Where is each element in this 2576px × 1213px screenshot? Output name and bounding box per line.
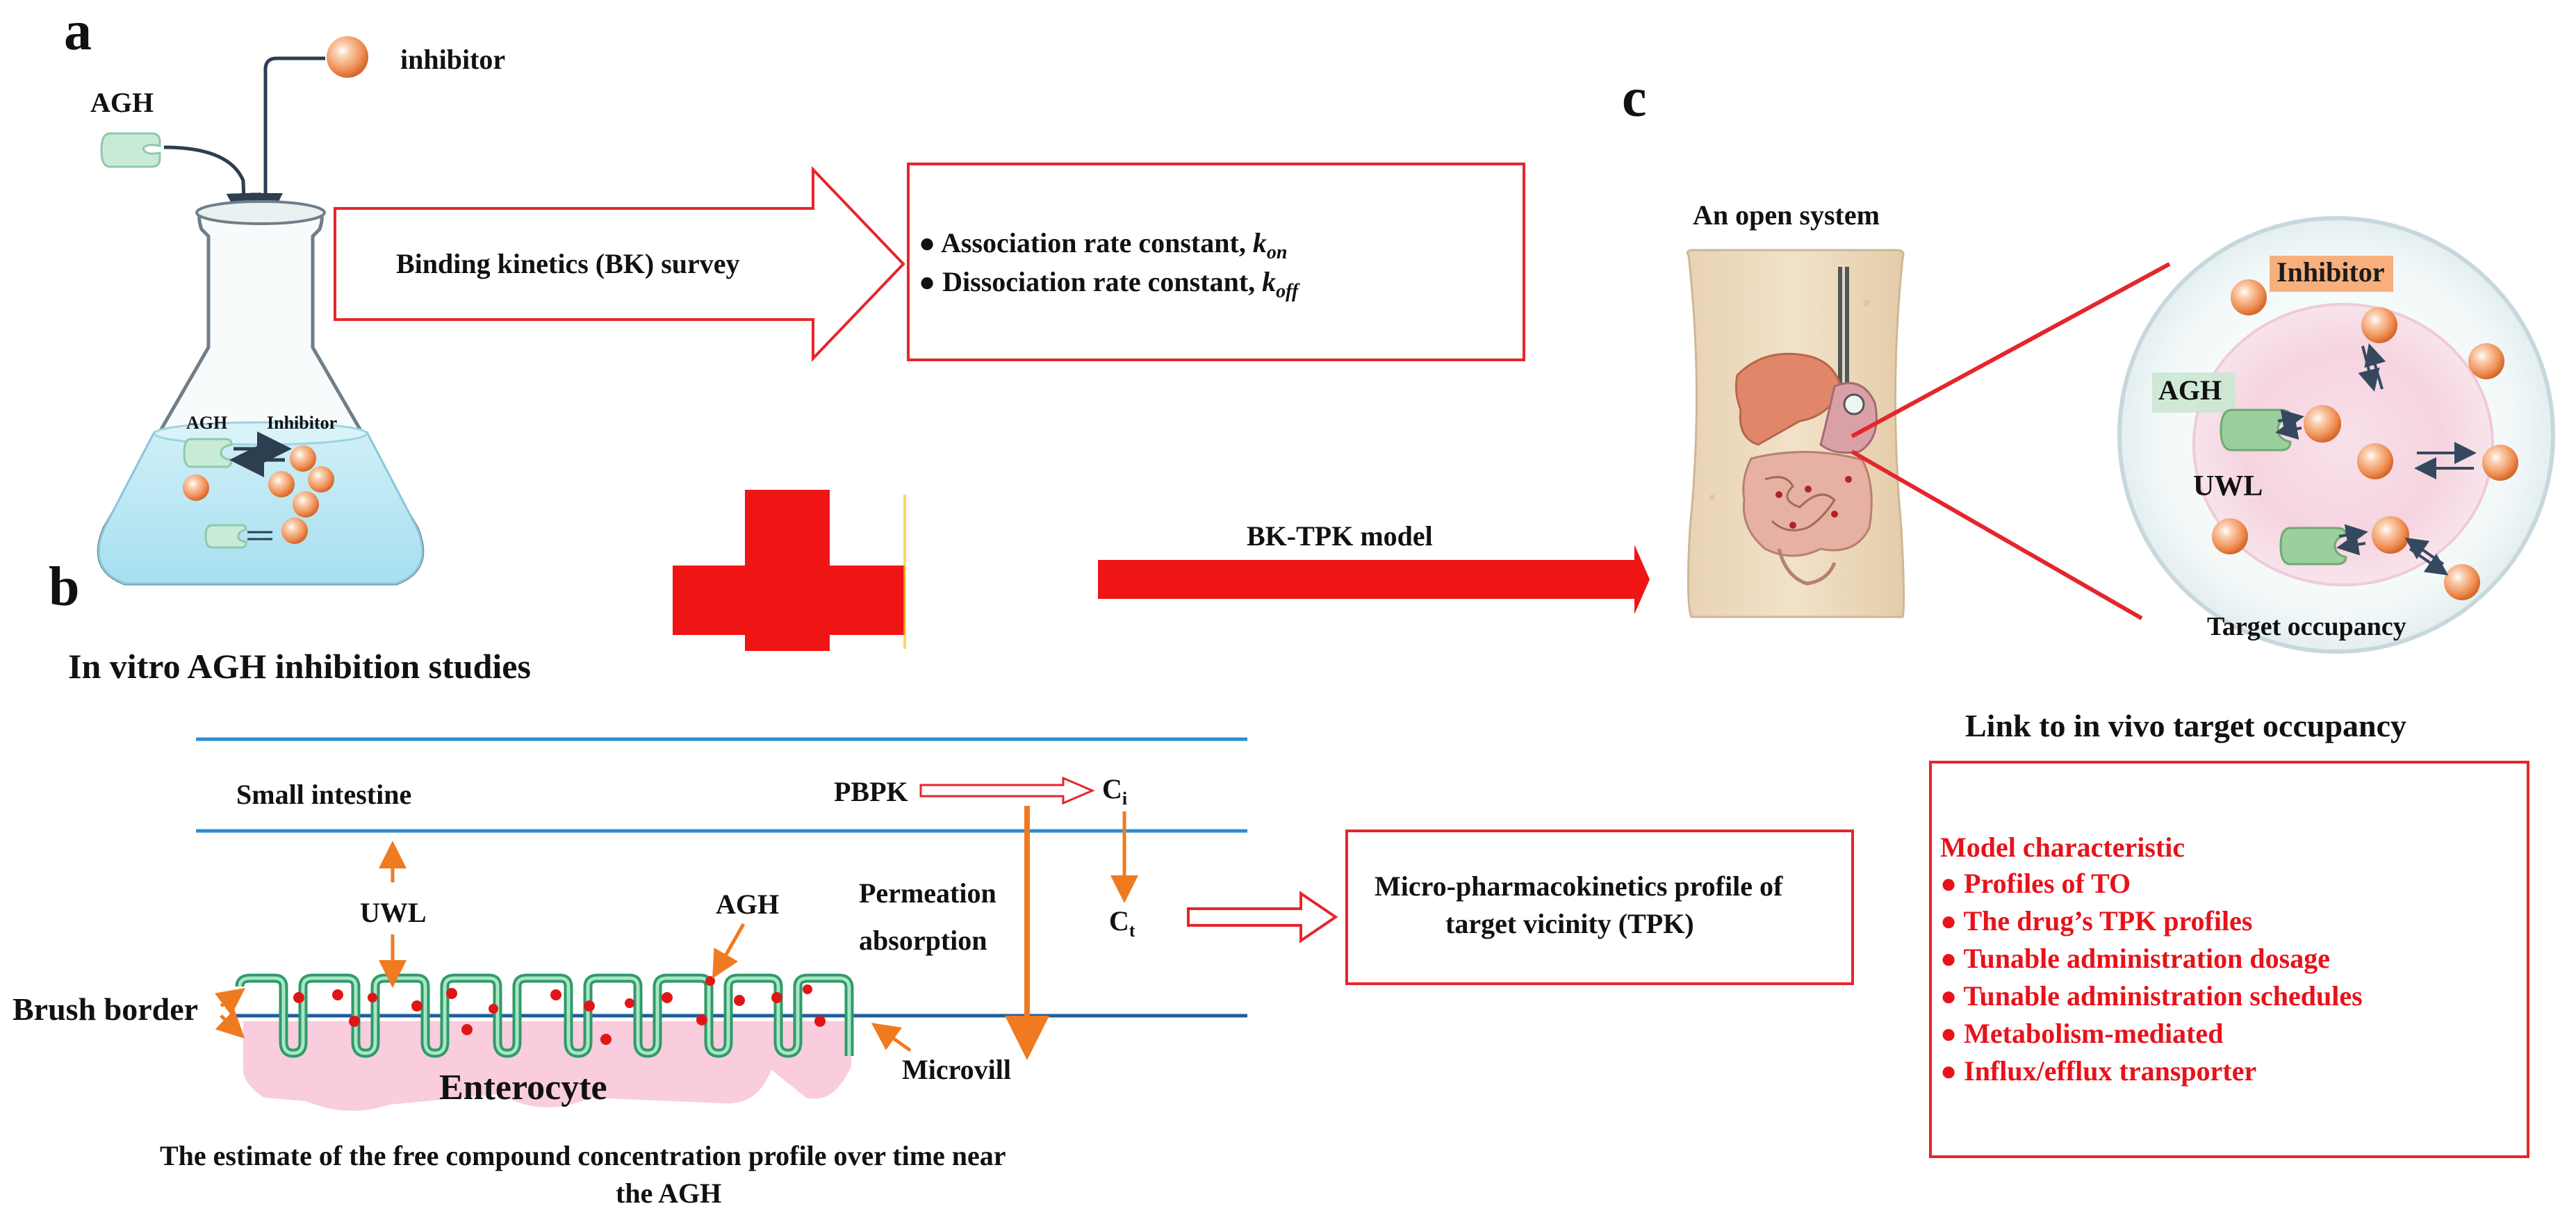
model-characteristic-item: ● Tunable administration schedules	[1940, 980, 2363, 1012]
uwl-label: UWL	[360, 897, 427, 928]
rate-constants-box	[907, 163, 1525, 361]
bullet-icon: ●	[1940, 1018, 1964, 1049]
ct-label: Ct	[1109, 905, 1135, 941]
inhibitor-label: inhibitor	[400, 44, 506, 75]
target-occupancy-label: Target occupancy	[2207, 612, 2406, 641]
open-system-illustration	[1687, 249, 1905, 618]
agh-label-b: AGH	[716, 889, 780, 920]
bullet-icon: ●	[1940, 1055, 1964, 1087]
model-characteristic-item: ● Tunable administration dosage	[1940, 943, 2330, 974]
model-characteristic-box	[1929, 761, 2529, 1158]
bullet-icon: ●	[919, 227, 936, 258]
small-intestine-label: Small intestine	[236, 779, 412, 810]
tpk-line-2: target vicinity (TPK)	[1445, 908, 1694, 939]
ci-label: Ci	[1102, 773, 1128, 809]
panel-label-a: a	[64, 1, 92, 62]
flask-inhibitor-label: Inhibitor	[267, 413, 338, 433]
bullet-icon: ●	[1940, 905, 1964, 936]
pbpk-label: PBPK	[834, 776, 908, 807]
flask-illustration	[97, 36, 425, 586]
enterocyte-cell	[243, 1021, 851, 1111]
bk-tpk-model-label: BK-TPK model	[1247, 520, 1433, 552]
inhibitor-ball-icon	[327, 36, 368, 78]
bullet-icon: ●	[1940, 943, 1964, 974]
tpk-box	[1345, 830, 1854, 985]
zoom-agh-label: AGH	[2158, 374, 2222, 406]
bullet-icon: ●	[1940, 868, 1964, 899]
permeation-label: Permeation	[859, 877, 996, 909]
model-characteristic-item: ● The drug’s TPK profiles	[1940, 905, 2253, 936]
agh-enzyme-icon	[100, 132, 161, 168]
plus-cross-icon	[673, 490, 905, 651]
agh-label: AGH	[90, 87, 154, 118]
microvill-label: Microvill	[902, 1054, 1011, 1085]
model-characteristic-title: Model characteristic	[1940, 832, 2185, 863]
enterocyte-label: Enterocyte	[439, 1068, 607, 1107]
bk-tpk-model-arrow	[1098, 545, 1650, 614]
kon-item: ● Association rate constant, kon	[919, 227, 1288, 263]
model-characteristic-item: ● Profiles of TO	[1940, 868, 2131, 899]
absorption-label: absorption	[859, 925, 987, 956]
zoom-inhibitor-label: Inhibitor	[2276, 256, 2385, 288]
bk-survey-label: Binding kinetics (BK) survey	[396, 248, 740, 279]
panel-label-c: c	[1622, 67, 1647, 129]
open-system-label: An open system	[1693, 199, 1880, 231]
koff-item: ● Dissociation rate constant, koff	[919, 266, 1299, 302]
model-characteristic-item: ● Metabolism-mediated	[1940, 1018, 2224, 1049]
caption-line-1: The estimate of the free compound concen…	[160, 1140, 1006, 1171]
tpk-arrow	[1187, 891, 1338, 943]
bk-survey-arrow	[334, 166, 905, 362]
caption-line-2: the AGH	[616, 1178, 722, 1209]
zoom-uwl-label: UWL	[2193, 470, 2263, 502]
target-occupancy-zoom	[2117, 216, 2555, 654]
tpk-line-1: Micro-pharmacokinetics profile of	[1375, 870, 1783, 902]
brush-border-label: Brush border	[13, 991, 199, 1027]
bullet-icon: ●	[919, 266, 936, 297]
panel-label-b: b	[49, 556, 80, 618]
flask-agh-label: AGH	[186, 413, 228, 433]
model-characteristic-item: ● Influx/efflux transporter	[1940, 1055, 2257, 1087]
intestine-illustration	[196, 737, 1338, 1111]
bullet-icon: ●	[1940, 980, 1964, 1012]
link-in-vivo-label: Link to in vivo target occupancy	[1965, 708, 2407, 743]
in-vitro-title: In vitro AGH inhibition studies	[68, 647, 531, 686]
